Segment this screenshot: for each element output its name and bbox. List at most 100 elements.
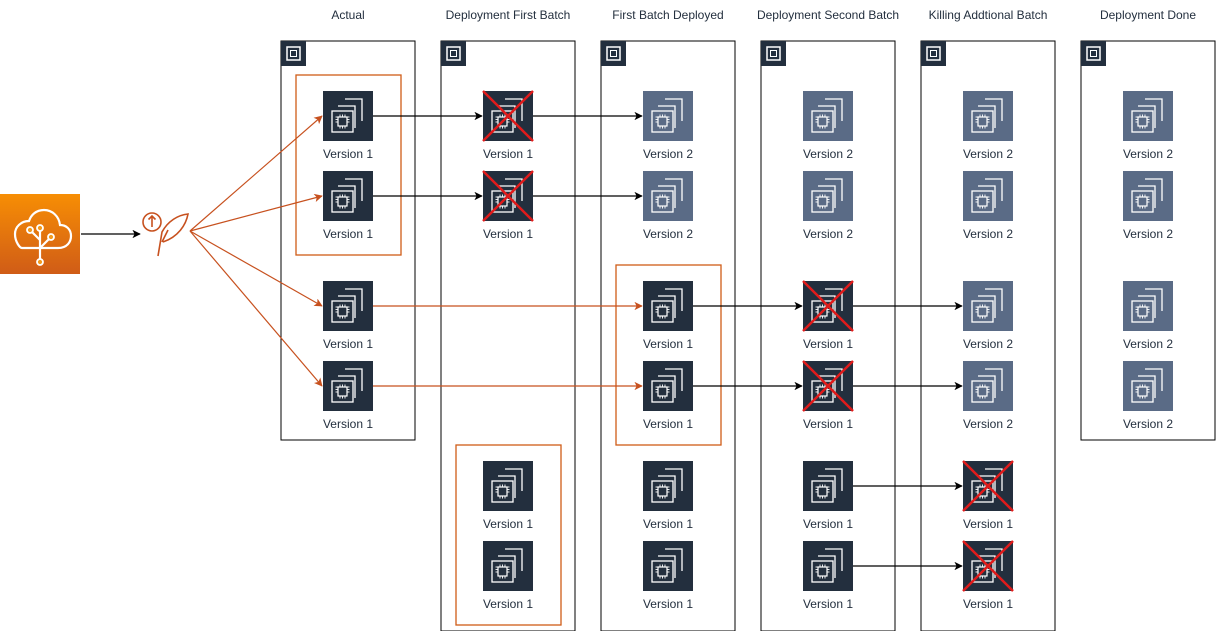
terminated-cross-icon [962, 460, 1014, 512]
ec2-instance: Version 2 [803, 171, 853, 241]
ec2-instance: Version 1 [643, 361, 693, 431]
terminated-cross-icon [482, 90, 534, 142]
auto-scaling-group [1080, 40, 1216, 441]
ec2-instance: Version 2 [1123, 171, 1173, 241]
ec2-instance-icon [803, 171, 853, 221]
fan-out-arrows [189, 115, 323, 387]
ec2-instance-icon [643, 361, 693, 411]
ec2-instance-icon [963, 361, 1013, 411]
instance-version-label: Version 1 [803, 337, 853, 351]
ec2-instance: Version 1 [483, 461, 533, 531]
instance-version-label: Version 1 [643, 417, 693, 431]
ec2-instance-icon [803, 541, 853, 591]
instance-version-label: Version 1 [803, 517, 853, 531]
instance-version-label: Version 2 [963, 337, 1013, 351]
ec2-instance: Version 2 [803, 91, 853, 161]
fan-out-arrow [189, 115, 323, 232]
instance-version-label: Version 1 [483, 147, 533, 161]
ec2-instance-icon [803, 461, 853, 511]
instance-version-label: Version 1 [643, 597, 693, 611]
ec2-instance-icon [1123, 171, 1173, 221]
ec2-instance: Version 1 [323, 361, 373, 431]
column-title-deployment-second-batch: Deployment Second Batch [757, 8, 899, 22]
deployment-batch-box [295, 74, 402, 256]
ec2-instance-icon [963, 171, 1013, 221]
ec2-instance-icon [483, 541, 533, 591]
ec2-instance: Version 2 [1123, 281, 1173, 351]
instance-version-label: Version 1 [323, 227, 373, 241]
terminated-cross-icon [962, 540, 1014, 592]
ec2-instance-icon [643, 171, 693, 221]
ec2-instance-icon [963, 281, 1013, 331]
beanstalk-deploy-icon [142, 212, 189, 257]
instance-version-label: Version 1 [643, 517, 693, 531]
instance-version-label: Version 1 [323, 337, 373, 351]
auto-scaling-group-icon [441, 41, 466, 66]
column-title-deployment-done: Deployment Done [1100, 8, 1196, 22]
ec2-instance: Version 2 [1123, 361, 1173, 431]
ec2-instance-icon [483, 461, 533, 511]
instance-version-label: Version 1 [483, 597, 533, 611]
instance-version-label: Version 2 [1123, 337, 1173, 351]
instance-version-label: Version 1 [643, 337, 693, 351]
ec2-instance-icon [1123, 91, 1173, 141]
ec2-instance: Version 2 [643, 171, 693, 241]
ec2-instance: Version 2 [963, 281, 1013, 351]
ec2-instance: Version 1 [962, 540, 1014, 611]
ec2-instance-icon [323, 171, 373, 221]
elastic-beanstalk-icon [0, 194, 80, 274]
auto-scaling-groups [280, 40, 1216, 631]
instance-version-label: Version 2 [643, 227, 693, 241]
column-title-first-batch-deployed: First Batch Deployed [612, 8, 723, 22]
instance-version-label: Version 2 [1123, 417, 1173, 431]
ec2-instance-icon [1123, 281, 1173, 331]
ec2-instance: Version 1 [962, 460, 1014, 531]
ec2-instance-icon [643, 461, 693, 511]
instance-version-label: Version 1 [963, 517, 1013, 531]
ec2-instance-icon [323, 281, 373, 331]
instance-version-label: Version 1 [483, 227, 533, 241]
instance-version-label: Version 2 [1123, 147, 1173, 161]
instance-version-label: Version 1 [963, 597, 1013, 611]
auto-scaling-group-icon [761, 41, 786, 66]
auto-scaling-group-icon [601, 41, 626, 66]
instance-version-label: Version 2 [803, 147, 853, 161]
ec2-instance: Version 1 [482, 90, 534, 161]
auto-scaling-group [760, 40, 896, 631]
auto-scaling-group-icon [921, 41, 946, 66]
ec2-instance: Version 1 [643, 541, 693, 611]
terminated-cross-icon [802, 280, 854, 332]
ec2-instances: Version 1 Version 1 Version 1 Version 1 Vers… [323, 90, 1173, 611]
ec2-instance: Version 1 [483, 541, 533, 611]
deployment-batch-box [615, 264, 722, 446]
ec2-instance: Version 2 [643, 91, 693, 161]
ec2-instance: Version 1 [482, 170, 534, 241]
ec2-instance: Version 1 [643, 281, 693, 351]
terminated-cross-icon [482, 170, 534, 222]
instance-version-label: Version 1 [483, 517, 533, 531]
ec2-instance-icon [643, 91, 693, 141]
ec2-instance-icon [963, 91, 1013, 141]
ec2-instance-icon [643, 541, 693, 591]
column-title-actual: Actual [331, 8, 364, 22]
auto-scaling-group-icon [1081, 41, 1106, 66]
column-title-killing-additional-batch: Killing Addtional Batch [929, 8, 1048, 22]
instance-version-label: Version 1 [803, 417, 853, 431]
auto-scaling-group [440, 40, 576, 631]
ec2-instance: Version 2 [1123, 91, 1173, 161]
auto-scaling-group-icon [281, 41, 306, 66]
ec2-instance: Version 1 [802, 360, 854, 431]
fan-out-arrow [189, 193, 323, 232]
auto-scaling-group [920, 40, 1056, 631]
ec2-instance-icon [803, 91, 853, 141]
instance-version-label: Version 2 [643, 147, 693, 161]
column-title-deployment-first-batch: Deployment First Batch [446, 8, 571, 22]
auto-scaling-group [600, 40, 736, 631]
ec2-instance: Version 2 [963, 361, 1013, 431]
instance-version-label: Version 2 [963, 227, 1013, 241]
instance-version-label: Version 2 [963, 147, 1013, 161]
instance-version-label: Version 2 [1123, 227, 1173, 241]
ec2-instance: Version 1 [323, 91, 373, 161]
ec2-instance: Version 2 [963, 171, 1013, 241]
